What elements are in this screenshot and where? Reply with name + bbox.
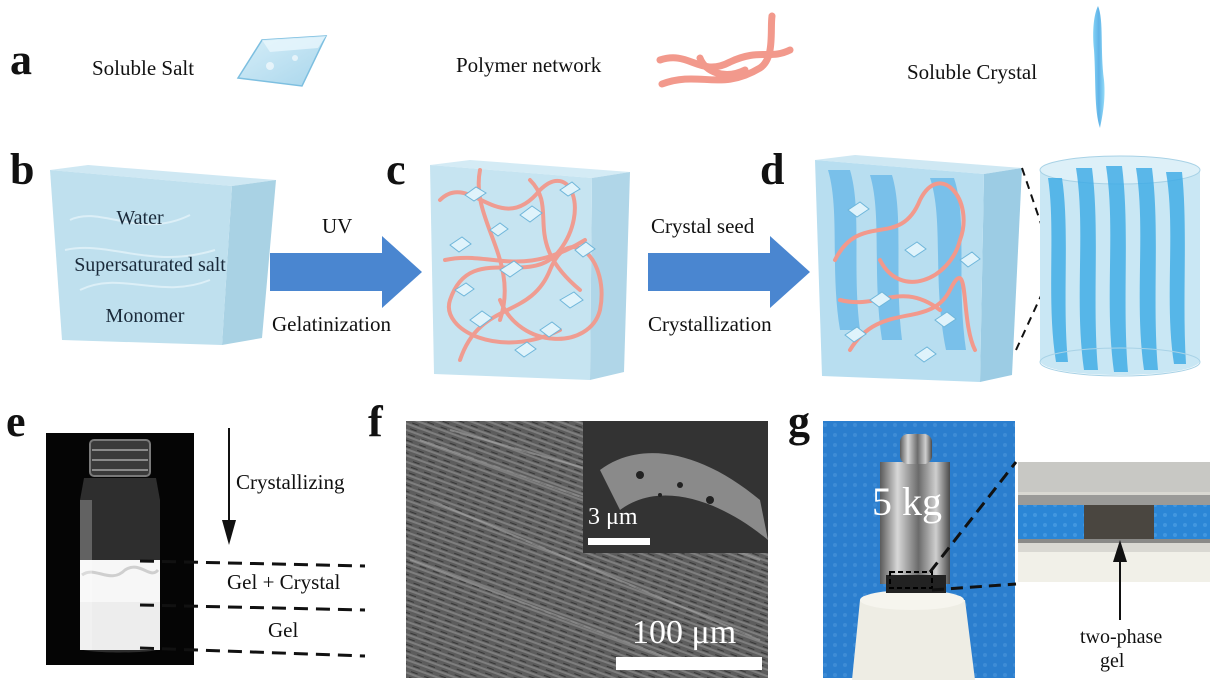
crystallizing-label: Crystallizing [236, 470, 345, 494]
panel-label-f: f [368, 397, 383, 446]
water-cube [50, 165, 276, 345]
main-scale-label: 100 μm [632, 614, 737, 651]
soluble-salt-icon [236, 35, 328, 87]
layer-dashed-lines [139, 559, 366, 658]
panel-label-g: g [788, 397, 810, 446]
legend-salt-label: Soluble Salt [92, 56, 195, 80]
panel-label-d: d [760, 145, 785, 194]
vial-photo [46, 433, 194, 665]
gel-label: gel [1100, 650, 1125, 672]
inset-scale-label: 3 μm [588, 504, 638, 530]
crystal-cylinder [1039, 155, 1201, 377]
arrow-crystal-seed [648, 236, 810, 308]
two-phase-arrow [1113, 540, 1127, 620]
panel-label-b: b [10, 145, 35, 194]
weight-photo [823, 421, 1015, 680]
panel-label-a: a [10, 35, 32, 84]
sem-image [406, 421, 769, 678]
legend-crystal-label: Soluble Crystal [907, 60, 1038, 84]
zoom-photo [1018, 462, 1210, 582]
panel-label-e: e [6, 397, 26, 446]
crystal-gel-cube [815, 155, 1022, 382]
arrow2-bottom-label: Crystallization [648, 312, 772, 336]
arrow2-top-label: Crystal seed [651, 214, 755, 238]
layer-gel-label: Gel [268, 618, 299, 642]
polymer-network-icon [656, 12, 794, 88]
cube-text-water: Water [116, 207, 164, 229]
legend-polymer-label: Polymer network [456, 53, 602, 77]
arrow1-bottom-label: Gelatinization [272, 312, 391, 336]
two-phase-label: two-phase [1080, 626, 1163, 648]
weight-label: 5 kg [872, 479, 942, 524]
panel-label-c: c [386, 145, 406, 194]
layer-gel-crystal-label: Gel + Crystal [227, 570, 341, 594]
arrow-uv [270, 236, 422, 308]
arrow1-top-label: UV [322, 214, 353, 238]
cube-text-monomer: Monomer [105, 305, 185, 327]
gel-cube [430, 160, 630, 380]
zoom-lines-g [928, 461, 1018, 592]
soluble-crystal-icon [1093, 6, 1105, 128]
crystallizing-arrow [222, 428, 236, 545]
cube-text-salt: Supersaturated salt [74, 254, 226, 276]
